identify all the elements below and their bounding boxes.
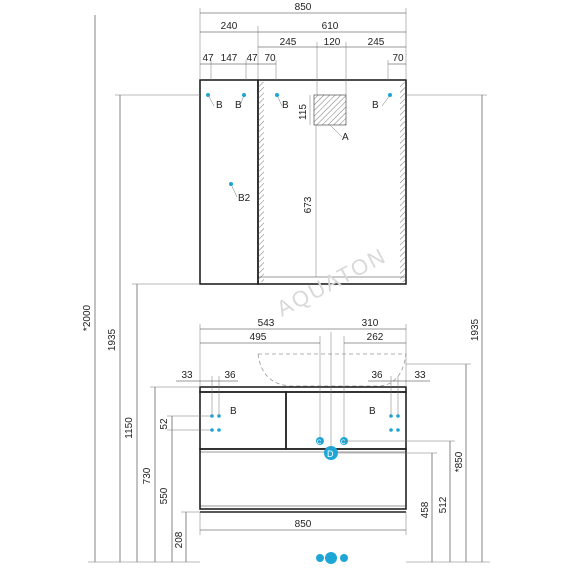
floor-connection-d [325, 552, 337, 564]
mirror-side-strip-left [258, 82, 264, 282]
label-b2-door: B2 [238, 193, 251, 204]
dim-2000: *2000 [82, 304, 93, 331]
dim-70-b: 70 [392, 53, 404, 64]
dim-850-right: *850 [454, 451, 465, 472]
dim-120: 120 [324, 37, 341, 48]
dim-52: 52 [159, 418, 170, 430]
dim-1150: 1150 [124, 417, 135, 439]
dim-36-left: 36 [224, 370, 236, 381]
mirror-side-strip-right [400, 82, 406, 282]
dim-147: 147 [221, 53, 238, 64]
dim-610: 610 [322, 21, 339, 32]
dim-208: 208 [174, 531, 185, 548]
dim-47-a: 47 [202, 53, 214, 64]
dim-512: 512 [438, 496, 449, 513]
dim-240: 240 [221, 21, 238, 32]
dim-245-right: 245 [368, 37, 385, 48]
connection-d [324, 446, 338, 460]
dim-550: 550 [159, 487, 170, 504]
dim-458: 458 [420, 501, 431, 518]
top-dimensions: 850 240 610 245 120 245 47 147 47 70 70 [199, 2, 407, 95]
dim-1935-left: 1935 [107, 328, 118, 351]
vanity-unit: B B C C D [199, 332, 407, 564]
watermark: AQUATON [272, 243, 390, 322]
vanity-dimensions: 543 310 495 262 33 36 36 33 850 [176, 318, 430, 535]
dim-33-left: 33 [181, 370, 193, 381]
dim-850-bottom: 850 [295, 519, 312, 530]
drawer-bottom [199, 448, 407, 510]
sink-basin [257, 353, 407, 387]
dim-310: 310 [362, 318, 379, 329]
dim-70-a: 70 [264, 53, 276, 64]
dim-730: 730 [142, 467, 153, 484]
cutout-a [313, 94, 347, 126]
dim-543: 543 [258, 318, 275, 329]
label-b-vanity-left: B [230, 406, 237, 417]
dim-262: 262 [367, 332, 384, 343]
dim-1935-right: 1935 [470, 318, 481, 341]
dim-245-left: 245 [280, 37, 297, 48]
wall-cabinet: A 115 673 B B B B B2 [199, 79, 407, 285]
dim-673: 673 [303, 196, 314, 213]
vertical-dimensions-right: 1935 *850 512 458 [338, 94, 490, 563]
vertical-dimensions-left: *2000 1935 1150 730 550 52 208 [82, 15, 212, 563]
label-c-right: C [341, 440, 346, 446]
label-b1: B [216, 100, 223, 111]
drawer-top-left [199, 391, 287, 450]
label-b2: B [235, 100, 242, 111]
label-b3: B [282, 100, 289, 111]
label-b-vanity-right: B [369, 406, 376, 417]
connection-c-left [316, 437, 324, 445]
label-c-left: C [317, 440, 322, 446]
label-a: A [342, 132, 349, 143]
dim-47-b: 47 [246, 53, 258, 64]
cabinet-left-door [199, 79, 259, 285]
dim-33-right: 33 [414, 370, 426, 381]
label-d: D [327, 449, 334, 459]
dim-850-top: 850 [295, 2, 312, 13]
label-b4: B [372, 100, 379, 111]
dim-36-right: 36 [371, 370, 383, 381]
dim-115: 115 [298, 104, 309, 120]
dim-495: 495 [250, 332, 267, 343]
